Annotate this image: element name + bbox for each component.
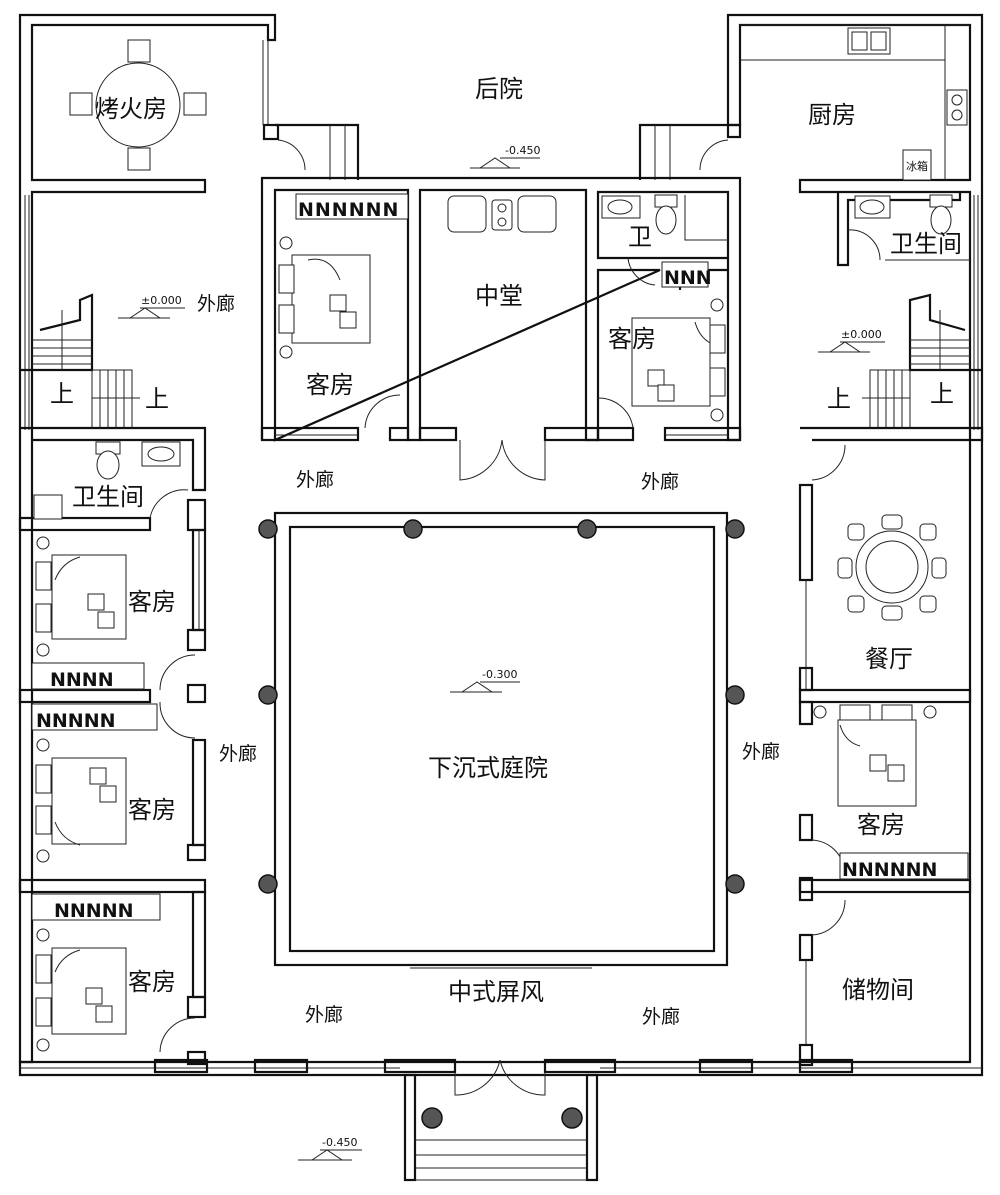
bbq-room-label: 烤火房 — [95, 95, 167, 123]
svg-text:±0.000: ±0.000 — [141, 294, 182, 307]
corridor-label: 外廊 — [641, 471, 679, 493]
column — [725, 519, 745, 539]
guest-room-ne-label: 客房 — [608, 325, 656, 353]
stair-up-label-3: 上 — [827, 385, 851, 413]
svg-text:NNN: NNN — [664, 267, 712, 289]
column — [258, 685, 278, 705]
level-marker-right: ±0.000 — [818, 328, 885, 353]
corridor-label: 外廊 — [305, 1004, 343, 1026]
bathroom-west-label: 卫生间 — [72, 483, 144, 511]
column — [258, 519, 278, 539]
corridor-label: 外廊 — [197, 293, 235, 315]
level-marker-backyard: -0.450 — [470, 144, 540, 169]
east-wing — [798, 426, 984, 1067]
fridge-label: 冰箱 — [906, 159, 928, 173]
main-hall-label: 中堂 — [475, 282, 523, 310]
wc-north-label: 卫 — [628, 223, 652, 251]
guest-room-east-label: 客房 — [857, 811, 905, 839]
guest-room-w2-furniture: NNNNN — [31, 701, 196, 863]
column — [725, 685, 745, 705]
entrance — [403, 1059, 599, 1182]
corridor-label: 外廊 — [219, 743, 257, 765]
screen-label: 中式屏风 — [448, 978, 544, 1006]
west-wing — [18, 426, 207, 1066]
bathroom-ne — [836, 192, 970, 267]
stair-up-label-4: 上 — [930, 380, 954, 408]
main-hall-furniture — [447, 195, 557, 481]
kitchen-counter — [740, 24, 970, 181]
svg-text:NNNNN: NNNNN — [36, 710, 116, 732]
column — [258, 874, 278, 894]
dining-label: 餐厅 — [865, 645, 913, 673]
guest-room-east-furniture: NNNNNN — [813, 704, 969, 881]
bathroom-west — [33, 441, 189, 520]
guest-room-w1-label: 客房 — [128, 588, 176, 616]
back-yard-label: 后院 — [475, 75, 523, 103]
stairs-left — [20, 293, 140, 429]
corridor-label: 外廊 — [742, 741, 780, 763]
svg-text:-0.450: -0.450 — [322, 1136, 357, 1149]
svg-text:NNNN: NNNN — [50, 669, 114, 691]
guest-room-north-label: 客房 — [306, 371, 354, 399]
stairs-right — [862, 293, 982, 429]
guest-room-w3-label: 客房 — [128, 968, 176, 996]
guest-room-w3-furniture: NNNNN — [31, 893, 196, 1053]
bathroom-ne-label: 卫生间 — [890, 230, 962, 258]
guest-room-w2-label: 客房 — [128, 796, 176, 824]
courtyard-label: 下沉式庭院 — [428, 754, 548, 782]
wc-north-fixtures — [601, 194, 728, 286]
svg-text:-0.300: -0.300 — [482, 668, 517, 681]
guest-room-w1-furniture: NNNN — [31, 536, 196, 691]
svg-text:NNNNN: NNNNN — [54, 900, 134, 922]
north-block — [260, 176, 742, 442]
stair-up-label-1: 上 — [50, 380, 74, 408]
stair-up-label-2: 上 — [145, 385, 169, 413]
guest-room-north-furniture: NNNNNN — [278, 193, 409, 429]
corridor-label: 外廊 — [296, 469, 334, 491]
kitchen-label: 厨房 — [808, 101, 856, 129]
column — [403, 519, 423, 539]
outer-walls — [18, 13, 984, 1077]
courtyard — [258, 511, 745, 969]
guest-room-ne-furniture: NNN — [597, 261, 726, 429]
storage-label: 储物间 — [842, 976, 914, 1004]
svg-text:-0.450: -0.450 — [505, 144, 540, 157]
back-doors — [275, 123, 742, 180]
svg-text:±0.000: ±0.000 — [841, 328, 882, 341]
svg-text:NNNNNN: NNNNNN — [298, 199, 399, 221]
corridor-label: 外廊 — [642, 1006, 680, 1028]
column — [725, 874, 745, 894]
bbq-table — [69, 39, 207, 171]
level-marker-left: ±0.000 — [118, 294, 185, 319]
dining-table — [837, 514, 947, 621]
level-marker-courtyard: -0.300 — [450, 668, 520, 693]
level-marker-entrance: -0.450 — [298, 1136, 362, 1161]
column — [577, 519, 597, 539]
svg-text:NNNNNN: NNNNNN — [842, 859, 937, 881]
